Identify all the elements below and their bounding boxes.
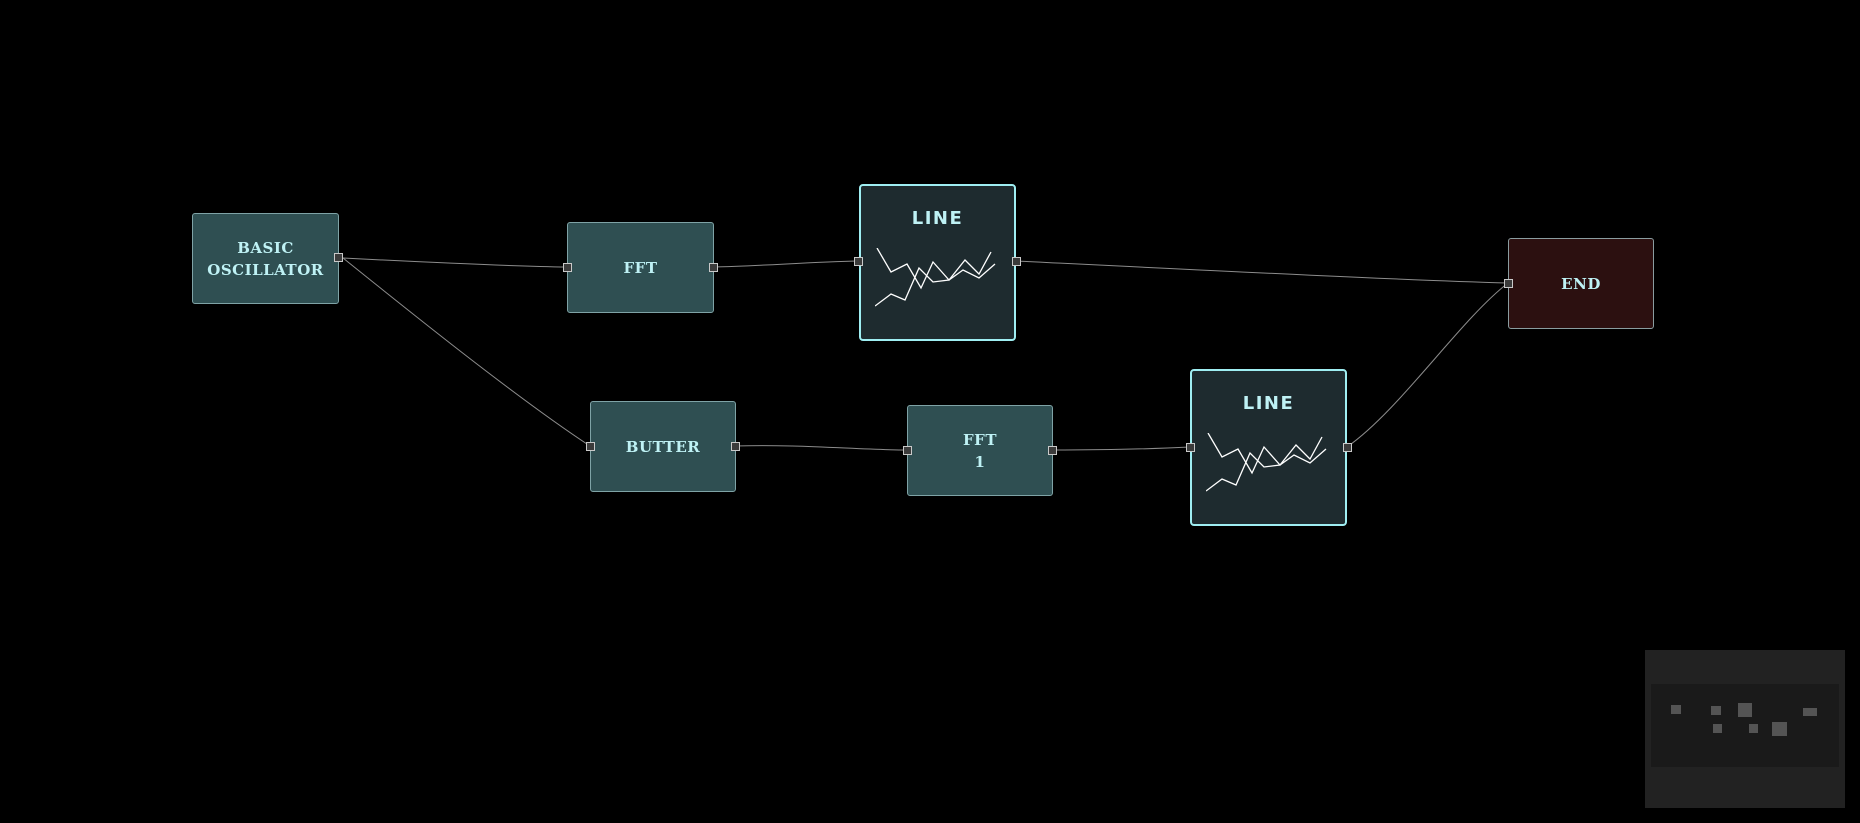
minimap-node: [1803, 708, 1817, 716]
minimap-viewport[interactable]: [1651, 684, 1839, 767]
edge-fft-1-to-line-2[interactable]: [1051, 446, 1191, 451]
line-chart-icon: [875, 248, 996, 307]
input-port[interactable]: [563, 263, 572, 272]
minimap-node: [1711, 706, 1721, 715]
node-end[interactable]: END: [1508, 238, 1654, 329]
edge-line-to-end[interactable]: [1015, 260, 1509, 284]
node-basic-oscillator[interactable]: BASIC OSCILLATOR: [192, 213, 339, 304]
input-port[interactable]: [854, 257, 863, 266]
node-line-plot-2[interactable]: LINE: [1190, 369, 1347, 526]
input-port[interactable]: [586, 442, 595, 451]
output-port[interactable]: [1048, 446, 1057, 455]
node-fft-1[interactable]: FFT 1: [907, 405, 1053, 496]
minimap-node: [1749, 724, 1758, 733]
node-label: FFT: [623, 258, 658, 277]
node-label: BUTTER: [625, 437, 701, 456]
node-label: FFT 1: [963, 430, 997, 471]
edge-oscillator-to-fft[interactable]: [342, 257, 568, 268]
output-port[interactable]: [1343, 443, 1352, 452]
edge-butter-to-fft-1[interactable]: [734, 445, 908, 451]
line-chart-icon: [1206, 433, 1327, 492]
node-butter[interactable]: BUTTER: [590, 401, 736, 492]
minimap-node: [1671, 705, 1681, 714]
minimap-node: [1772, 722, 1787, 736]
node-label: END: [1561, 274, 1601, 293]
input-port[interactable]: [903, 446, 912, 455]
node-line-plot[interactable]: LINE: [859, 184, 1016, 341]
minimap-node: [1713, 724, 1722, 733]
node-fft[interactable]: FFT: [567, 222, 714, 313]
minimap[interactable]: [1645, 650, 1845, 808]
input-port[interactable]: [1186, 443, 1195, 452]
input-port[interactable]: [1504, 279, 1513, 288]
edge-fft-to-line[interactable]: [712, 260, 860, 268]
output-port[interactable]: [334, 253, 343, 262]
output-port[interactable]: [1012, 257, 1021, 266]
node-label: LINE: [911, 208, 964, 229]
minimap-node: [1738, 703, 1752, 717]
node-label: LINE: [1242, 393, 1295, 414]
node-label: BASIC OSCILLATOR: [207, 238, 324, 279]
edge-oscillator-to-butter[interactable]: [342, 257, 591, 447]
edge-line-2-to-end[interactable]: [1346, 282, 1509, 448]
output-port[interactable]: [731, 442, 740, 451]
output-port[interactable]: [709, 263, 718, 272]
